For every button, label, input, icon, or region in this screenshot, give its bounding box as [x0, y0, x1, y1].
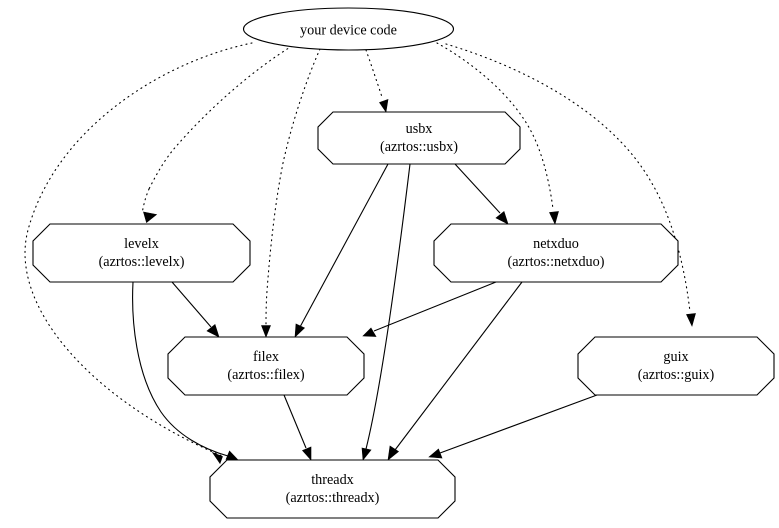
- arrow-head: [261, 325, 271, 338]
- node-label-line1: filex: [253, 349, 279, 365]
- node-octagon-shape: [32, 223, 251, 283]
- edge-device-to-netxduo: [436, 42, 559, 225]
- edge-netxduo-to-threadx: [387, 281, 523, 461]
- node-threadx[interactable]: threadx (azrtos::threadx): [209, 459, 456, 519]
- edge-path: [299, 163, 389, 328]
- edge-usbx-to-netxduo: [454, 163, 509, 225]
- arrow-head: [294, 323, 306, 338]
- node-octagon-shape: [317, 111, 521, 165]
- arrow-head: [143, 211, 158, 224]
- node-label-line1: usbx: [406, 121, 433, 137]
- edge-netxduo-to-filex: [362, 281, 497, 337]
- edge-usbx-to-threadx: [361, 163, 411, 461]
- edge-path-tail: [141, 188, 150, 212]
- arrow-head: [206, 323, 220, 338]
- arrow-head: [301, 446, 312, 461]
- arrow-head: [361, 447, 372, 461]
- arrow-head: [495, 210, 509, 225]
- node-label-line1: netxduo: [533, 236, 579, 252]
- node-octagon-shape: [577, 336, 775, 396]
- arrow-head: [428, 448, 443, 459]
- node-label-line1: threadx: [311, 472, 354, 488]
- edge-device-to-guix: [445, 43, 696, 327]
- node-netxduo[interactable]: netxduo (azrtos::netxduo): [433, 223, 679, 283]
- edge-guix-to-threadx: [428, 394, 598, 459]
- edge-path: [394, 281, 523, 451]
- edge-filex-to-threadx: [283, 394, 312, 461]
- node-label-line1: guix: [663, 349, 688, 365]
- node-layer: your device code usbx (azrtos::usbx) lev…: [32, 7, 775, 519]
- node-levelx[interactable]: levelx (azrtos::levelx): [32, 223, 251, 283]
- node-label-line2: (azrtos::netxduo): [508, 254, 605, 270]
- node-label-line2: (azrtos::usbx): [380, 139, 458, 155]
- node-octagon-shape: [209, 459, 456, 519]
- edge-path: [148, 45, 293, 190]
- edge-path: [445, 43, 691, 313]
- edge-path: [283, 394, 307, 449]
- node-usbx[interactable]: usbx (azrtos::usbx): [317, 111, 521, 165]
- arrow-head: [211, 451, 223, 465]
- edge-path: [132, 281, 229, 457]
- edge-device-to-filex: [261, 48, 321, 338]
- edge-path: [454, 163, 501, 214]
- node-label-line1: levelx: [124, 236, 159, 252]
- arrow-head: [686, 313, 696, 327]
- node-octagon-shape: [433, 223, 679, 283]
- edge-device-to-threadx: [24, 42, 253, 465]
- arrow-head: [362, 327, 377, 337]
- node-octagon-shape: [167, 336, 365, 396]
- node-ellipse-shape: [242, 7, 455, 51]
- node-label-line1: your device code: [300, 23, 397, 39]
- edge-path: [365, 163, 411, 450]
- edge-device-to-usbx: [365, 49, 389, 113]
- edge-path: [265, 48, 321, 327]
- edge-usbx-to-filex: [294, 163, 389, 338]
- arrow-head: [549, 211, 559, 225]
- arrow-head: [387, 445, 400, 461]
- node-your-device-code[interactable]: your device code: [242, 7, 455, 51]
- edge-path: [171, 281, 212, 328]
- edge-path: [373, 281, 497, 332]
- node-label-line2: (azrtos::guix): [638, 367, 715, 383]
- node-filex[interactable]: filex (azrtos::filex): [167, 336, 365, 396]
- node-guix[interactable]: guix (azrtos::guix): [577, 336, 775, 396]
- node-label-line2: (azrtos::filex): [227, 367, 304, 383]
- edge-layer: [24, 42, 696, 465]
- edge-device-to-levelx: [141, 45, 293, 224]
- arrow-head: [379, 99, 389, 113]
- edge-levelx-to-filex: [171, 281, 220, 338]
- edge-path: [439, 394, 598, 454]
- node-label-line2: (azrtos::levelx): [99, 254, 185, 270]
- node-label-line2: (azrtos::threadx): [286, 490, 380, 506]
